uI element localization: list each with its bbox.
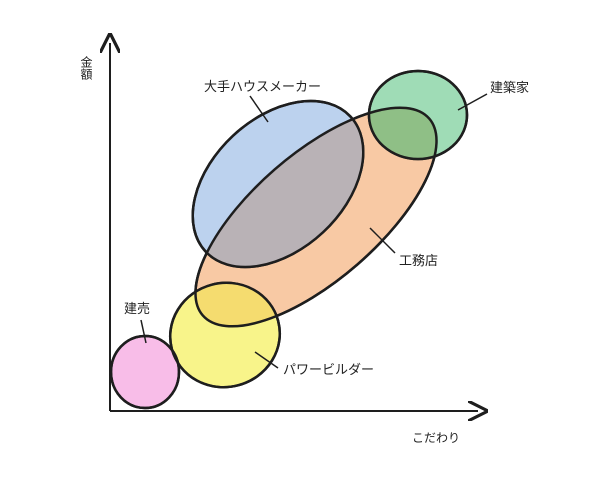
leader-builtforsale — [140, 319, 147, 344]
leader-powerbuilder — [254, 351, 279, 369]
region-outlines — [109, 69, 469, 410]
label-power-builder: パワービルダー — [283, 363, 374, 378]
y-axis-label: 金額 — [79, 55, 93, 81]
leader-engineering — [369, 227, 396, 254]
leader-architect — [457, 93, 488, 111]
label-built-for-sale: 建売 — [124, 301, 150, 317]
label-engineering: 工務店 — [399, 254, 438, 269]
leader-major — [249, 95, 269, 123]
x-axis-label: こだわり — [412, 431, 460, 445]
label-major-house-maker: 大手ハウスメーカー — [204, 80, 321, 95]
label-architect: 建築家 — [490, 80, 529, 96]
